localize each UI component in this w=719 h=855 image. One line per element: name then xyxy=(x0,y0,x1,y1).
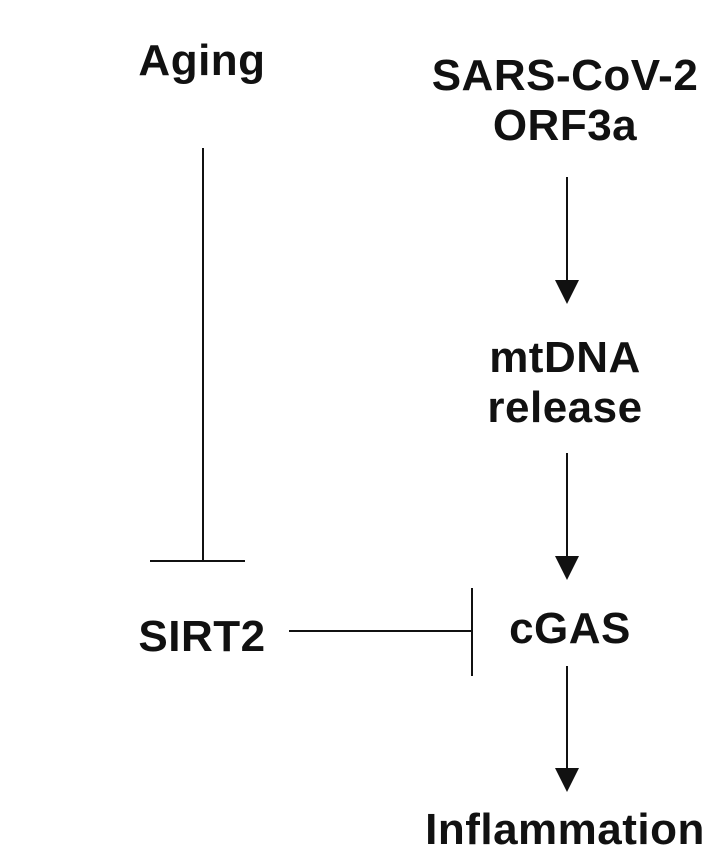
edge-sirt2-inhibits-cgas xyxy=(289,588,473,676)
edge-mtdna-activates-cgas xyxy=(555,453,579,580)
node-inflammation-label: Inflammation xyxy=(425,805,705,854)
node-aging-label: Aging xyxy=(138,36,266,85)
node-sars-cov-2-orf3a: SARS-CoV-2 ORF3a xyxy=(400,51,719,151)
node-cgas-label: cGAS xyxy=(509,604,631,653)
node-mtdna-release: mtDNA release xyxy=(440,333,690,433)
edge-cgas-activates-inflammation xyxy=(555,666,579,792)
edge-aging-inhibits-sirt2 xyxy=(150,148,245,562)
edge-orf3a-activates-mtdna xyxy=(555,177,579,304)
node-cgas: cGAS xyxy=(470,604,670,654)
node-orf3a-label-line1: SARS-CoV-2 xyxy=(431,51,699,100)
node-mtdna-label-line1: mtDNA xyxy=(489,333,641,382)
node-orf3a-label-line2: ORF3a xyxy=(492,101,638,150)
node-mtdna-label-line2: release xyxy=(487,383,643,432)
node-aging: Aging xyxy=(97,36,307,86)
node-inflammation: Inflammation xyxy=(380,805,719,855)
node-sirt2: SIRT2 xyxy=(97,612,307,662)
node-sirt2-label: SIRT2 xyxy=(138,612,266,661)
